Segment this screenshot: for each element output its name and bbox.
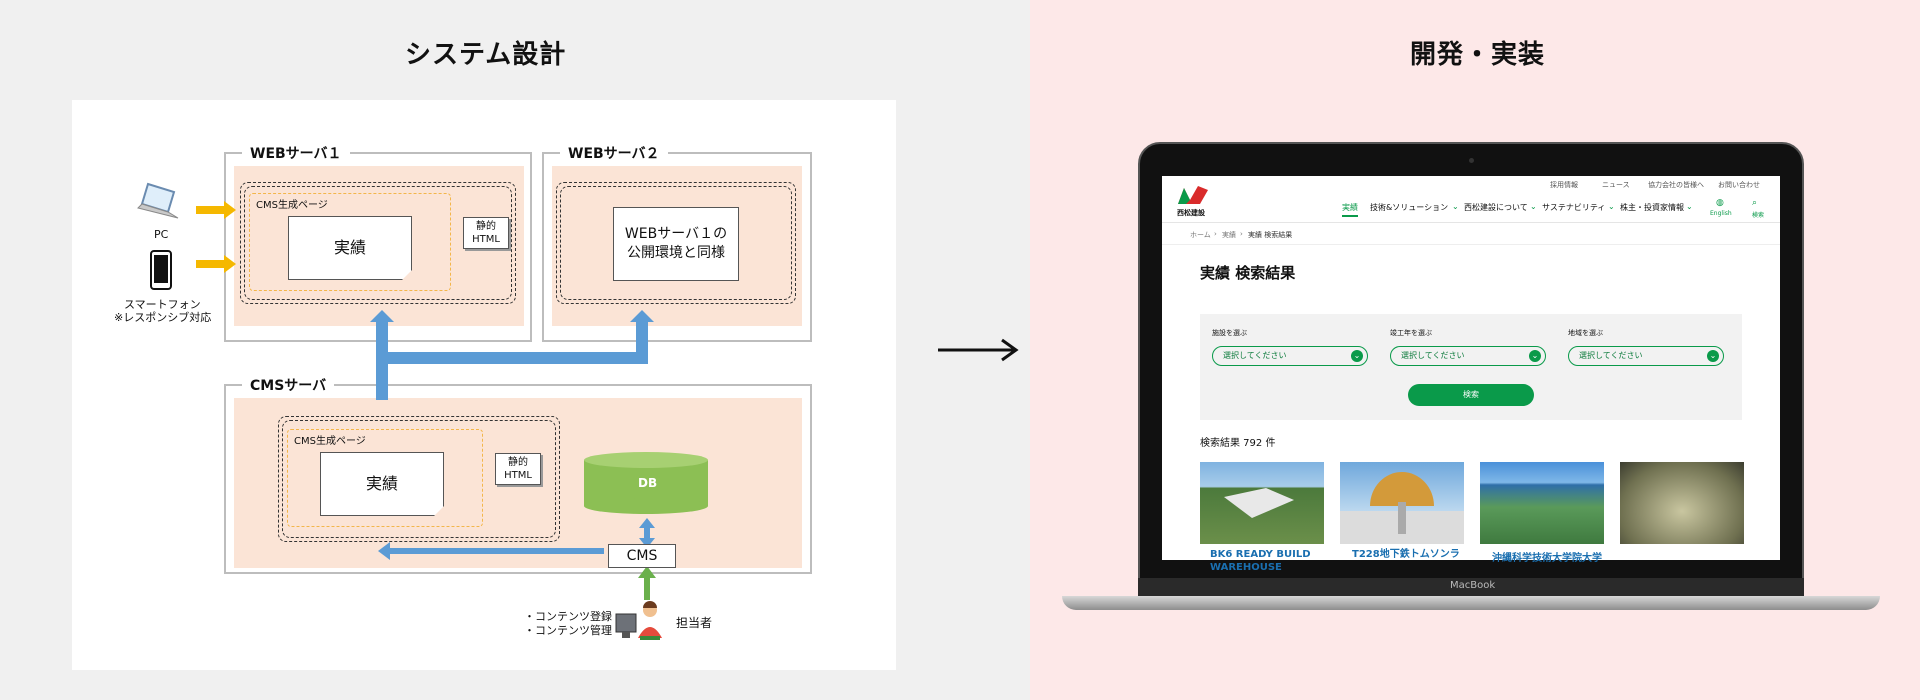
filter-facility-label: 施設を選ぶ	[1212, 329, 1247, 337]
nav-sustainability[interactable]: サステナビリティ	[1542, 203, 1606, 212]
cms-box: CMS	[608, 544, 676, 568]
pc-label: PC	[154, 228, 169, 241]
db-label: DB	[638, 476, 658, 490]
camera-icon	[1469, 158, 1474, 163]
breadcrumb-current: 実績 検索結果	[1248, 231, 1293, 239]
web-server-2-title: WEBサーバ２	[560, 143, 668, 163]
chevron-down-icon: ⌄	[1452, 202, 1459, 211]
content-manage: ・コンテンツ管理	[524, 624, 612, 637]
logo-text: 西松建設	[1177, 209, 1205, 217]
jisseki-page-1: 実績	[288, 216, 412, 280]
cms-page-label-1: CMS生成ページ	[256, 200, 328, 211]
right-heading: 開発・実装	[1410, 40, 1546, 70]
nishimatsu-logo-icon[interactable]	[1176, 184, 1210, 206]
chevron-down-icon: ⌄	[1529, 350, 1541, 362]
util-contact[interactable]: お問い合わせ	[1718, 181, 1760, 189]
util-recruit[interactable]: 採用情報	[1550, 181, 1578, 189]
result-card-2-title[interactable]: T228地下鉄トムソンラ	[1352, 549, 1460, 560]
chevron-down-icon: ⌄	[1707, 350, 1719, 362]
result-count: 検索結果 792 件	[1200, 438, 1276, 449]
breadcrumb-jisseki[interactable]: 実績	[1222, 231, 1236, 239]
result-card-3-title[interactable]: 沖縄科学技術大学院大学	[1492, 553, 1602, 564]
smartphone-label: スマートフォン	[124, 298, 201, 311]
filter-region-label: 地域を選ぶ	[1568, 329, 1603, 337]
region-select[interactable]: 選択してください⌄	[1568, 346, 1724, 366]
page-title: 実績 検索結果	[1200, 264, 1296, 282]
nav-tech[interactable]: 技術&ソリューション	[1370, 203, 1449, 212]
nav-about[interactable]: 西松建設について	[1464, 203, 1528, 212]
result-card-1-title[interactable]: BK6 READY BUILD WAREHOUSE	[1210, 549, 1311, 573]
jisseki-page-2: 実績	[320, 452, 444, 516]
result-card-4-image[interactable]	[1620, 462, 1744, 544]
laptop-chin	[1138, 578, 1804, 596]
nav-jisseki[interactable]: 実績	[1342, 202, 1358, 217]
facility-select[interactable]: 選択してください⌄	[1212, 346, 1368, 366]
english-link[interactable]: English	[1710, 210, 1732, 217]
util-news[interactable]: ニュース	[1602, 181, 1630, 189]
nav-ir[interactable]: 株主・投資家情報	[1620, 203, 1684, 212]
globe-icon[interactable]: ◍	[1716, 198, 1724, 208]
operator-icon	[615, 601, 662, 640]
publish-arrows	[196, 201, 656, 600]
chevron-down-icon: ⌄	[1686, 202, 1693, 211]
pc-icon	[137, 182, 179, 219]
macbook-label: MacBook	[1450, 580, 1496, 591]
content-register: ・コンテンツ登録	[524, 610, 612, 623]
result-card-2-image[interactable]	[1340, 462, 1464, 544]
util-partners[interactable]: 協力会社の皆様へ	[1648, 181, 1704, 189]
left-heading: システム設計	[405, 40, 567, 70]
website-screen: 西松建設 採用情報 ニュース 協力会社の皆様へ お問い合わせ 実績 技術&ソリュ…	[1162, 176, 1780, 573]
responsive-label: ※レスポンシブ対応	[114, 311, 212, 324]
web-server-1-title: WEBサーバ１	[242, 143, 350, 163]
chevron-down-icon: ⌄	[1530, 202, 1537, 211]
web2-same-env-box: WEBサーバ１の公開環境と同様	[613, 207, 739, 281]
search-link[interactable]: 検索	[1752, 212, 1765, 219]
laptop-base	[1062, 596, 1880, 610]
person-label: 担当者	[676, 616, 713, 630]
filter-panel: 施設を選ぶ 選択してください⌄ 竣工年を選ぶ 選択してください⌄ 地域を選ぶ 選…	[1200, 314, 1742, 420]
transition-arrow	[938, 338, 1019, 362]
filter-year-label: 竣工年を選ぶ	[1390, 329, 1432, 337]
result-card-3-image[interactable]	[1480, 462, 1604, 544]
chevron-down-icon: ⌄	[1351, 350, 1363, 362]
year-select[interactable]: 選択してください⌄	[1390, 346, 1546, 366]
search-icon[interactable]: ⌕	[1752, 198, 1758, 208]
smartphone-icon	[150, 250, 172, 290]
chevron-down-icon: ⌄	[1608, 202, 1615, 211]
breadcrumb-home[interactable]: ホーム	[1190, 231, 1211, 239]
web-server-2: WEBサーバ２ WEBサーバ１の公開環境と同様	[542, 143, 812, 342]
cms-page-label-2: CMS生成ページ	[294, 436, 366, 447]
result-card-1-image[interactable]	[1200, 462, 1324, 544]
db-cylinder	[584, 452, 708, 514]
search-button[interactable]: 検索	[1408, 384, 1534, 406]
cms-server-title: CMSサーバ	[242, 375, 335, 395]
